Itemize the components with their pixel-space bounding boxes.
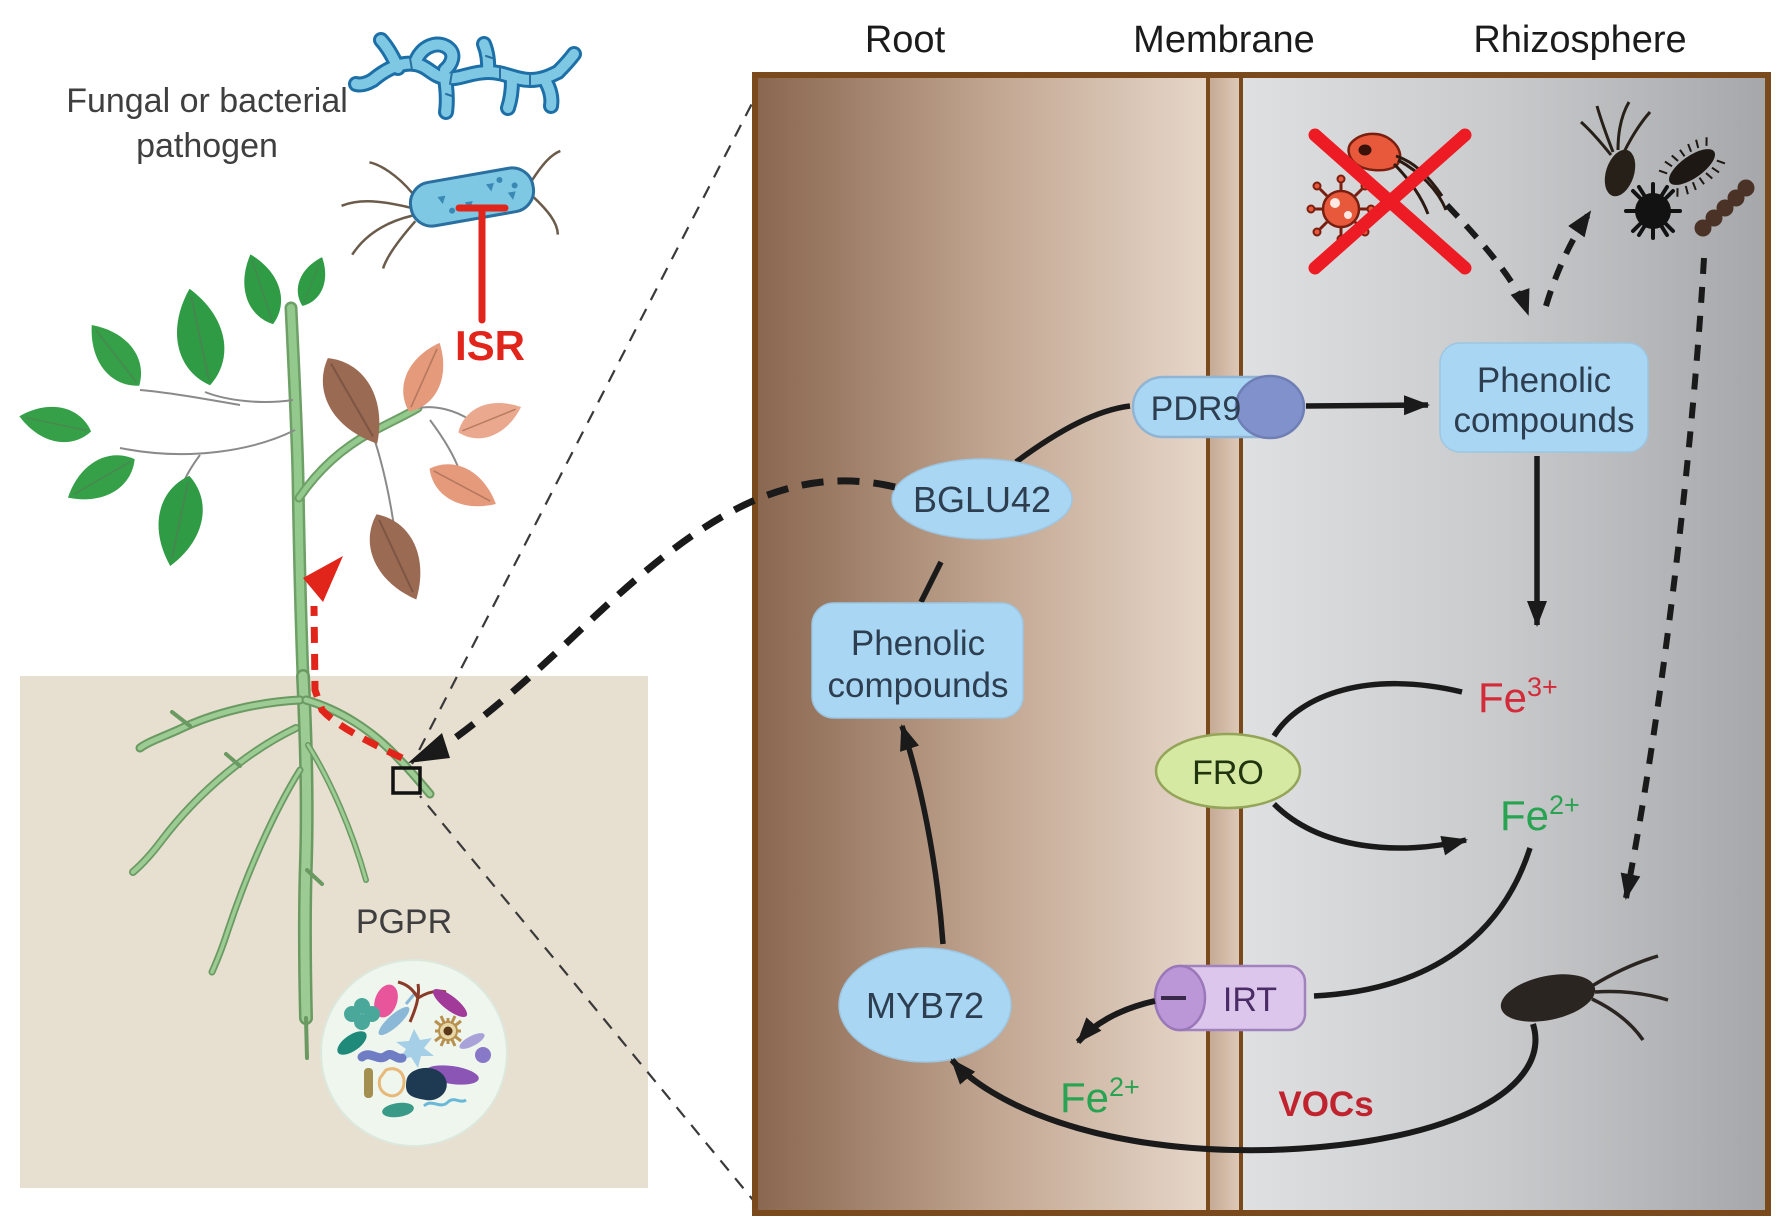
stem [287, 304, 307, 680]
arrow-myb72-to-phenolics [899, 724, 946, 945]
red-virus-pathogen-icon [1306, 174, 1376, 244]
fe2-rhizosphere-label: Fe2+ [1500, 790, 1580, 839]
phenolic-rhizo-line2: compounds [1454, 401, 1635, 440]
phenolic-root-line1: Phenolic [851, 624, 985, 663]
microbe-dark-teal-rod [337, 1031, 367, 1055]
pdr9-channel-pore [1234, 374, 1306, 440]
zoom-cone-line-top [411, 83, 763, 765]
zoom-cone-line-bottom [419, 795, 759, 1207]
pathogen-caption-line1: Fungal or bacterial [66, 82, 348, 120]
blocked-pathogens-icon [1306, 128, 1472, 275]
microbe-magenta-rod [432, 988, 468, 1018]
microbe-peach-outline [377, 1067, 406, 1098]
line-fe2-to-irt [1313, 847, 1533, 999]
isr-signal-arrow-head [303, 556, 343, 602]
phenolic-root-line2: compounds [828, 666, 1009, 705]
phenolic-rhizo-line1: Phenolic [1477, 361, 1611, 400]
bglu42-node [891, 458, 1073, 540]
microbe-khaki-rod [364, 1068, 373, 1098]
pgpr-bacterium-icon [1500, 954, 1669, 1041]
dashed-arrow-phenolics-to-microbes [1543, 210, 1593, 307]
microbe-periwinkle-chain [357, 1050, 407, 1063]
arrow-fro-to-fe2 [1272, 802, 1468, 856]
arrow-pdr9-to-phenolics [1305, 395, 1430, 416]
rhizosphere-section [1241, 78, 1765, 1210]
zoom-region-square [391, 766, 422, 795]
virus-particle-icon [1624, 182, 1682, 240]
myb72-label: MYB72 [866, 985, 984, 1026]
header-membrane: Membrane [1133, 19, 1315, 61]
microbe-navy-blob [406, 1067, 447, 1101]
microbe-squiggle [422, 1098, 467, 1108]
header-rhizosphere: Rhizosphere [1473, 19, 1686, 61]
phenolic-compounds-rhizosphere-box [1439, 342, 1649, 453]
bglu42-label: BGLU42 [913, 479, 1051, 520]
myb72-node [838, 947, 1012, 1063]
beneficial-microbes-icon [1580, 101, 1755, 240]
leaves [19, 254, 522, 600]
membrane-section [1208, 78, 1241, 1210]
arrow-irt-to-fe2-root [1075, 998, 1156, 1045]
phenolic-compounds-root-box [811, 602, 1024, 719]
fro-node [1154, 732, 1302, 810]
line-phenolics-to-bglu42 [918, 560, 944, 604]
line-bglu42-to-pdr9 [1014, 403, 1131, 465]
microbe-sun [434, 1015, 462, 1047]
header-root: Root [865, 19, 946, 61]
pathogen-caption-line2: pathogen [136, 127, 278, 165]
pathogen-flagellum [1392, 162, 1430, 215]
dashed-arrow-bglu42-to-root [441, 477, 896, 749]
arrow-vocs-to-myb72 [949, 1023, 1539, 1154]
microbe-pink [374, 984, 398, 1018]
vocs-label: VOCs [1278, 1085, 1373, 1124]
fro-label: FRO [1192, 754, 1264, 792]
microbe-teal-ellipse [382, 1102, 414, 1118]
irt-transporter: IRT [1153, 964, 1307, 1032]
inhibition-tbar-icon [455, 204, 509, 324]
pgpr-microbe-community-icon [320, 959, 508, 1147]
red-x-icon [1308, 128, 1472, 275]
pathogen-flagellum [1397, 158, 1448, 211]
soil-box [20, 676, 648, 1188]
dashed-arrow-microbes-to-pgpr [1620, 257, 1707, 900]
dashed-arrow-pathogens-to-phenolics [1444, 202, 1531, 316]
pdr9-transporter: PDR9 [1131, 374, 1306, 440]
dashed-arrow-head [408, 733, 450, 763]
ciliated-rod-bacterium-icon [1658, 137, 1726, 197]
microbe-teal-clover [344, 998, 380, 1030]
pdr9-label: PDR9 [1151, 390, 1242, 428]
fungal-hyphae-icon [348, 32, 582, 120]
microbe-purple-dot [475, 1047, 491, 1063]
flagellated-bacterium-icon [1580, 101, 1652, 197]
pathogen-nucleus [1358, 144, 1372, 156]
isr-label: ISR [455, 322, 525, 369]
isr-signal-dashed-arrow [310, 605, 404, 762]
fe2-root-label: Fe2+ [1060, 1072, 1140, 1121]
line-fe3-to-fro [1271, 680, 1463, 738]
pathogen-bacterium-icon [341, 149, 561, 269]
pgpr-label: PGPR [356, 903, 452, 941]
microbe-lavender-rod [459, 1033, 485, 1049]
fe3-label: Fe3+ [1478, 672, 1558, 721]
irt-label: IRT [1223, 981, 1277, 1019]
cocci-chain-icon [1694, 179, 1755, 237]
panel-border [752, 72, 1771, 1216]
